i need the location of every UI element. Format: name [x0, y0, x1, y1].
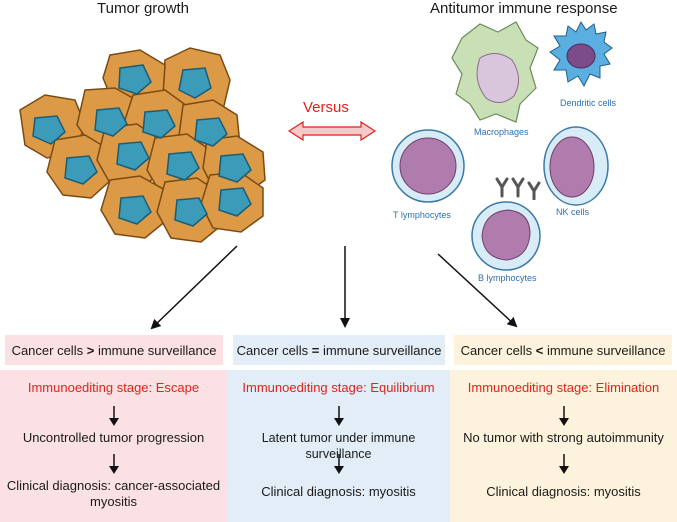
flow-arrows: [150, 245, 518, 330]
t-lymphocyte-icon: [391, 129, 465, 203]
clinical-diagnosis: Clinical diagnosis: cancer-associated: [6, 478, 221, 493]
stage-title: Immunoediting stage: Escape: [27, 380, 200, 395]
comparison-elimination: Cancer cells < immune surveillance: [454, 335, 672, 365]
down-arrow-icon: [558, 454, 569, 474]
down-arrow-icon: [333, 454, 344, 474]
comparison-right-text: immune surveillance: [97, 342, 217, 358]
macrophages-label: Macrophages: [474, 127, 529, 137]
comparison-equilibrium: Cancer cells = immune surveillance: [233, 335, 445, 365]
clinical-diagnosis: Clinical diagnosis: myositis: [486, 484, 641, 499]
clinical-diagnosis: Clinical diagnosis: myositis: [261, 484, 416, 499]
panel-escape: Immunoediting stage: Escape Uncontrolled…: [0, 370, 227, 522]
macrophage-icon: [451, 21, 539, 123]
comparison-operator: <: [535, 342, 544, 358]
down-arrow-icon: [108, 454, 119, 474]
immune-response-title: Antitumor immune response: [430, 0, 618, 17]
clinical-diagnosis-cont: myositis: [90, 494, 137, 509]
step-outcome: Latent tumor under immune surveillance: [261, 431, 416, 461]
arrow-to-elimination: [437, 253, 518, 328]
double-arrow-icon: [287, 120, 377, 142]
versus-label: Versus: [303, 99, 349, 116]
comparison-left-text: Cancer cells: [236, 342, 309, 358]
b-lymphocyte-icon: [471, 201, 541, 271]
nk-cells-label: NK cells: [556, 207, 590, 217]
comparison-right-text: immune surveillance: [322, 342, 442, 358]
comparison-left-text: Cancer cells: [11, 342, 84, 358]
b-lymphocytes-label: B lymphocytes: [478, 273, 537, 283]
t-lymphocytes-label: T lymphocytes: [393, 210, 451, 220]
down-arrow-icon: [108, 406, 119, 426]
stage-title: Immunoediting stage: Elimination: [467, 380, 660, 395]
comparison-operator: =: [311, 342, 320, 358]
down-arrow-icon: [333, 406, 344, 426]
comparison-left-text: Cancer cells: [460, 342, 533, 358]
comparison-escape: Cancer cells > immune surveillance: [5, 335, 223, 365]
tumor-cell-cluster: [19, 47, 266, 243]
down-arrow-icon: [558, 406, 569, 426]
dendritic-cell-icon: [549, 20, 613, 88]
step-outcome: Uncontrolled tumor progression: [22, 430, 205, 445]
step-outcome: No tumor with strong autoimmunity: [463, 430, 664, 445]
arrow-to-escape: [150, 245, 238, 330]
nk-cell-icon: [543, 126, 609, 206]
comparison-operator: >: [86, 342, 95, 358]
dendritic-cells-label: Dendritic cells: [560, 98, 617, 108]
antibody-icon: [495, 177, 541, 200]
panel-elimination: Immunoediting stage: Elimination No tumo…: [450, 370, 677, 522]
panel-equilibrium: Immunoediting stage: Equilibrium Latent …: [227, 370, 450, 522]
comparison-right-text: immune surveillance: [546, 342, 666, 358]
stage-title: Immunoediting stage: Equilibrium: [242, 380, 435, 395]
tumor-growth-title: Tumor growth: [97, 0, 189, 17]
